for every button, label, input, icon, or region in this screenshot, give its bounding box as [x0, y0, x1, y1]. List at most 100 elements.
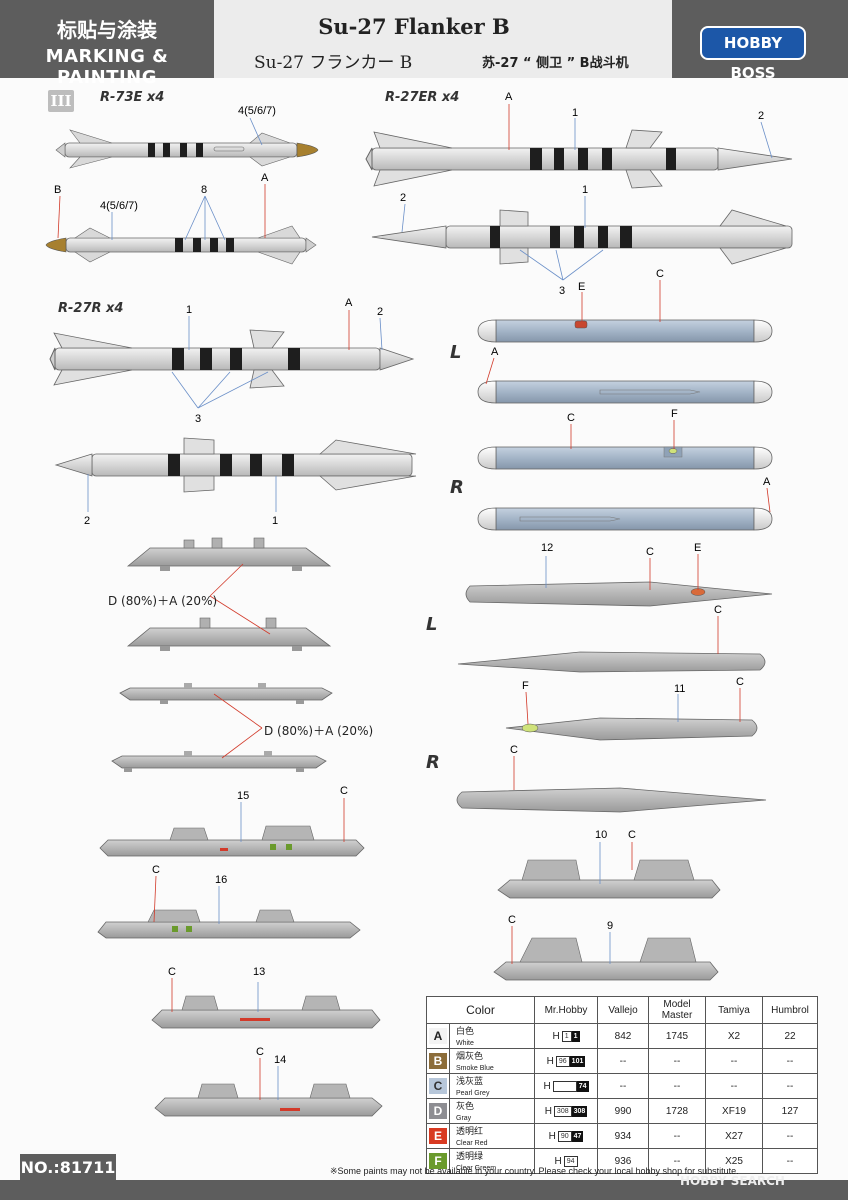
color-name-cn: 烟灰色 — [456, 1051, 484, 1061]
callout-14: 14 — [274, 1054, 286, 1066]
callout-a-pod2: A — [491, 346, 499, 358]
callout-f-tank3: F — [522, 680, 529, 692]
callout-15: 15 — [237, 790, 249, 802]
mrhobby-h-code: 1 — [561, 1030, 572, 1042]
callout-13: 13 — [253, 966, 265, 978]
mrhobby-c-code: 1 — [571, 1030, 580, 1042]
step-marker: III — [48, 90, 74, 112]
r73e-missile-lower — [45, 184, 317, 265]
color-code-swatch: C — [429, 1078, 447, 1094]
color-name-cell: 白色White — [449, 1023, 535, 1049]
callout-a-r27: A — [345, 297, 353, 309]
r27r-missile-upper — [49, 310, 415, 409]
callout-11: 11 — [674, 683, 685, 695]
color-name-cn: 透明绿 — [456, 1151, 484, 1161]
humbrol-cell: -- — [762, 1123, 818, 1149]
callout-c-pod3: C — [567, 412, 575, 424]
header-banner — [0, 0, 848, 78]
model-master-cell: -- — [648, 1148, 706, 1174]
color-code-cell: F — [426, 1148, 450, 1174]
tank-r-upper — [505, 688, 758, 741]
callout-3-er: 3 — [559, 285, 565, 297]
header-title-panel — [214, 0, 726, 78]
pod-l-upper — [477, 280, 773, 343]
header-chinese-title: 标贴与涂装 — [57, 18, 157, 42]
paint-mix-label-upper: D (80%)＋A (20%) — [108, 594, 218, 608]
header-left-panel — [0, 0, 214, 78]
color-name-cell: 透明红 Clear Red — [449, 1123, 535, 1149]
callout-2-er-lower: 2 — [400, 192, 406, 204]
model-master-cell: -- — [648, 1123, 706, 1149]
rail-upper-2 — [126, 563, 332, 651]
model-master-cell: -- — [648, 1048, 706, 1074]
color-name-en: Pearl Grey — [456, 1090, 490, 1097]
vallejo-cell: 934 — [597, 1123, 649, 1149]
mrhobby-h-code: 90 — [557, 1130, 572, 1142]
color-name-cn: 灰色 — [456, 1101, 475, 1111]
side-label-l-upper: L — [450, 342, 462, 363]
page-title-chinese: 苏-27 “ 侧卫 ” B战斗机 — [482, 56, 629, 71]
color-code-swatch: D — [429, 1103, 447, 1119]
callout-c-9: C — [508, 914, 516, 926]
mrhobby-h-code — [552, 1080, 577, 1092]
color-code-cell: B — [426, 1048, 450, 1074]
mrhobby-c-code: 101 — [569, 1055, 586, 1067]
label-r73e: R-73E x4 — [100, 90, 165, 105]
color-name-en: Clear Red — [456, 1140, 488, 1147]
tank-r-lower — [456, 756, 767, 813]
callout-4-upper: 4(5/6/7) — [238, 105, 276, 117]
callout-e-pod: E — [578, 281, 585, 293]
tank-l-lower — [457, 616, 766, 673]
callout-1-er-upper: 1 — [572, 107, 578, 119]
color-code-swatch: A — [429, 1028, 447, 1044]
pod-r-lower — [477, 487, 773, 531]
launcher-9 — [493, 926, 719, 981]
kit-number: NO.:81711 — [20, 1154, 116, 1182]
color-code-swatch: B — [429, 1053, 447, 1069]
callout-c-tank3: C — [736, 676, 744, 688]
callout-2-r27-lower: 2 — [84, 515, 90, 527]
mrhobby-c-code: 308 — [571, 1105, 588, 1117]
color-name-cn: 白色 — [456, 1026, 475, 1036]
side-label-l-lower: L — [426, 614, 438, 635]
humbrol-cell: 22 — [762, 1023, 818, 1049]
watermark: HOBBY SEARCH — [680, 1174, 785, 1188]
rail-middle-2 — [111, 693, 327, 772]
humbrol-cell: -- — [762, 1073, 818, 1099]
color-code-cell: E — [426, 1123, 450, 1149]
color-code-cell: C — [426, 1073, 450, 1099]
color-name-cell: 灰色 Gray — [449, 1098, 535, 1124]
callout-c-14: C — [256, 1046, 264, 1058]
callout-f-pod3: F — [671, 408, 678, 420]
color-name-cn: 透明红 — [456, 1126, 484, 1136]
color-name-en: Gray — [456, 1115, 472, 1122]
color-name-en: Smoke Blue — [456, 1065, 494, 1072]
model-master-cell: 1745 — [648, 1023, 706, 1049]
header-vallejo: Vallejo — [597, 996, 649, 1024]
pod-r-upper — [477, 420, 773, 470]
launcher-15 — [99, 798, 365, 857]
tamiya-cell: X27 — [705, 1123, 763, 1149]
header-mrhobby: Mr.Hobby — [534, 996, 598, 1024]
launcher-13 — [151, 978, 381, 1029]
paint-color-table: Color Mr.Hobby Vallejo Model Master Tami… — [426, 996, 818, 1174]
color-name-cn: 浅灰蓝 — [456, 1076, 484, 1086]
mrhobby-c-code: 47 — [571, 1130, 584, 1142]
mrhobby-h-code: 308 — [553, 1105, 572, 1117]
r27er-missile-upper — [365, 104, 793, 189]
callout-3-r27: 3 — [195, 413, 201, 425]
color-name-cell: 透明绿Clear Greem — [449, 1148, 535, 1174]
rail-middle-1 — [119, 683, 333, 704]
label-r27er: R-27ER x4 — [385, 90, 460, 105]
tamiya-cell: -- — [705, 1073, 763, 1099]
model-master-cell: 1728 — [648, 1098, 706, 1124]
